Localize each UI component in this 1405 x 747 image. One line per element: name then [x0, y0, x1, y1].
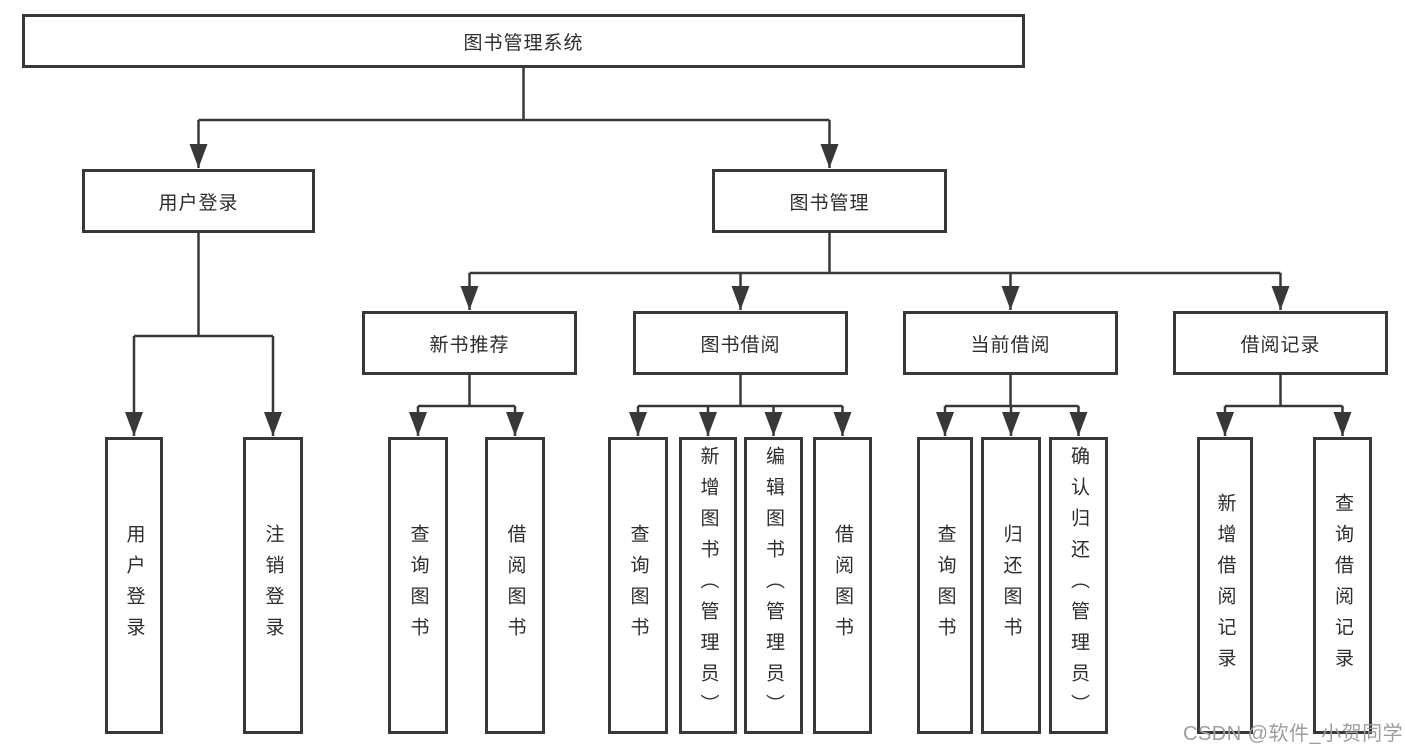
user-login-branch-node: 用户登录 [82, 169, 315, 233]
section-node-borrow-records: 借阅记录 [1173, 311, 1388, 375]
leaf-label-logout: 注销登录 [262, 523, 284, 648]
leaf-node-sec1-add-books-admin: 新增图书（管理员） [679, 437, 737, 734]
leaf-node-sec1-borrow-books: 借阅图书 [813, 437, 872, 734]
leaf-label-sec0-borrow-books: 借阅图书 [504, 523, 526, 648]
book-management-branch-label: 图书管理 [789, 192, 870, 214]
leaf-label-user-login: 用户登录 [123, 523, 145, 648]
leaf-label-sec1-query-books: 查询图书 [627, 523, 649, 648]
section-label-borrow-records: 借阅记录 [1240, 334, 1321, 356]
section-node-current-borrow: 当前借阅 [903, 311, 1118, 375]
section-node-book-borrow: 图书借阅 [633, 311, 848, 375]
root-node: 图书管理系统 [22, 14, 1025, 68]
leaf-label-sec2-return-books: 归还图书 [1000, 523, 1022, 648]
leaf-node-sec2-confirm-return-admin: 确认归还（管理员） [1049, 437, 1108, 734]
section-label-new-book-recommend: 新书推荐 [429, 334, 510, 356]
leaf-label-sec2-query-books: 查询图书 [934, 523, 956, 648]
leaf-node-sec0-borrow-books: 借阅图书 [485, 437, 545, 734]
leaf-node-sec2-query-books: 查询图书 [917, 437, 973, 734]
leaf-node-sec0-query-books: 查询图书 [388, 437, 448, 734]
leaf-label-sec1-add-books-admin: 新增图书（管理员） [697, 446, 719, 725]
leaf-label-sec2-confirm-return-admin: 确认归还（管理员） [1068, 446, 1089, 725]
section-label-current-borrow: 当前借阅 [970, 334, 1051, 356]
user-login-branch-label: 用户登录 [158, 192, 239, 214]
leaf-label-sec3-query-borrow-record: 查询借阅记录 [1332, 492, 1353, 679]
leaf-label-sec1-borrow-books: 借阅图书 [832, 523, 853, 648]
leaf-label-sec1-edit-books-admin: 编辑图书（管理员） [763, 446, 784, 725]
csdn-watermark: CSDN @软件_小贺同学 [1183, 723, 1404, 745]
leaf-node-sec1-query-books: 查询图书 [608, 437, 668, 734]
leaf-label-sec0-query-books: 查询图书 [407, 523, 429, 648]
book-management-branch-node: 图书管理 [712, 169, 947, 233]
root-node-label: 图书管理系统 [463, 32, 584, 54]
section-label-book-borrow: 图书借阅 [700, 334, 781, 356]
leaf-node-sec3-query-borrow-record: 查询借阅记录 [1313, 437, 1372, 734]
leaf-node-logout: 注销登录 [243, 437, 303, 734]
leaf-label-sec3-add-borrow-record: 新增借阅记录 [1214, 492, 1236, 679]
leaf-node-sec2-return-books: 归还图书 [981, 437, 1041, 734]
leaf-node-sec3-add-borrow-record: 新增借阅记录 [1197, 437, 1253, 734]
leaf-node-user-login: 用户登录 [105, 437, 163, 734]
leaf-node-sec1-edit-books-admin: 编辑图书（管理员） [744, 437, 803, 734]
section-node-new-book-recommend: 新书推荐 [362, 311, 577, 375]
